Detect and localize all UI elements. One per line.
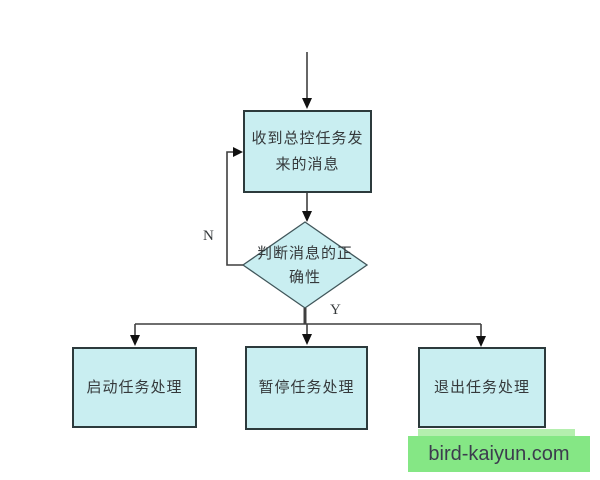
decision-label-text: 判断消息的正确性	[256, 246, 353, 286]
edge-no-loop	[226, 151, 243, 266]
node-exit-label: 退出任务处理	[433, 379, 530, 396]
decision-node-label: 判断消息的正确性	[255, 237, 355, 295]
watermark-badge: bird-kaiyun.com	[408, 436, 590, 472]
watermark-text: bird-kaiyun.com	[428, 442, 570, 465]
node-pause-label: 暂停任务处理	[258, 380, 355, 396]
branch-label-no: N	[203, 228, 214, 244]
arrowhead-into-pause	[302, 334, 312, 345]
branch-label-yes: Y	[330, 302, 341, 318]
node-receive-label: 收到总控任务发来的消息	[251, 130, 364, 173]
arrowhead-into-receive	[302, 98, 312, 109]
node-start-task: 启动任务处理	[72, 347, 197, 428]
node-start-label: 启动任务处理	[86, 379, 183, 396]
arrowhead-no-loop	[233, 147, 243, 157]
watermark-strip	[418, 429, 575, 438]
node-receive-message: 收到总控任务发来的消息	[243, 110, 372, 193]
node-exit-task: 退出任务处理	[418, 347, 546, 428]
arrowhead-into-exit	[476, 336, 486, 347]
arrowhead-into-decision	[302, 211, 312, 222]
arrowhead-into-start	[130, 335, 140, 346]
node-pause-task: 暂停任务处理	[245, 346, 368, 430]
